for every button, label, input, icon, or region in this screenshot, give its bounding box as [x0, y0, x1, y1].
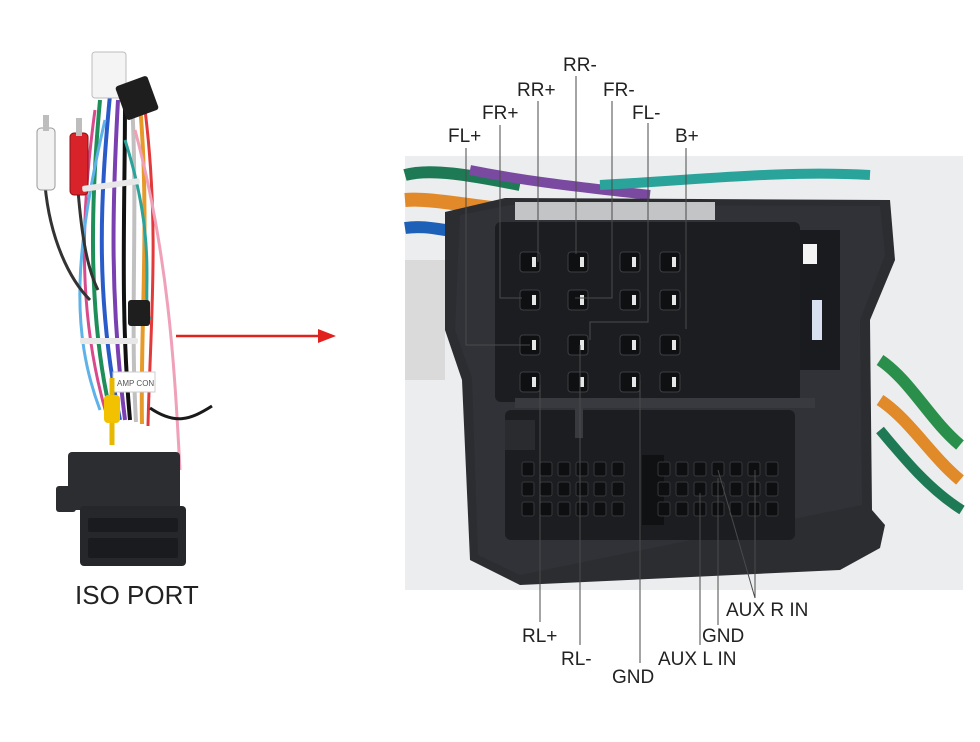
lower-pin-socket — [611, 461, 625, 477]
lower-pin-socket — [593, 481, 607, 497]
lower-pin-socket — [729, 481, 743, 497]
caption-iso-port: ISO PORT — [75, 580, 199, 610]
lower-pin-socket — [693, 461, 707, 477]
lower-pin-socket — [729, 501, 743, 517]
pin-socket — [659, 251, 681, 273]
pin-socket — [519, 371, 541, 393]
lower-pin-socket — [575, 461, 589, 477]
pin-contact — [672, 257, 676, 267]
label-rr-minus: RR- — [563, 55, 597, 76]
lower-pin-socket — [675, 481, 689, 497]
lower-pin-socket — [657, 501, 671, 517]
lower-pin-socket — [557, 501, 571, 517]
lower-pin-socket — [575, 501, 589, 517]
lower-pin-socket — [593, 501, 607, 517]
lower-pin-socket — [747, 501, 761, 517]
lower-pin-socket — [611, 481, 625, 497]
pin-contact — [672, 377, 676, 387]
pin-socket — [619, 371, 641, 393]
lower-pin-socket — [747, 461, 761, 477]
pin-socket — [519, 251, 541, 273]
pin-contact — [632, 377, 636, 387]
leader-lines — [465, 76, 756, 663]
pin-socket — [567, 371, 589, 393]
lower-pin-socket — [521, 501, 535, 517]
label-rl-minus: RL- — [561, 649, 592, 670]
lower-pin-socket — [765, 481, 779, 497]
pin-socket — [619, 289, 641, 311]
connector-photo — [403, 156, 965, 590]
lower-pin-socket — [539, 461, 553, 477]
lower-pin-socket — [747, 481, 761, 497]
lower-pin-socket — [521, 461, 535, 477]
pin-socket — [659, 289, 681, 311]
pin-socket — [659, 371, 681, 393]
label-rl-plus: RL+ — [522, 626, 557, 647]
pin-socket — [659, 334, 681, 356]
pin-contact — [580, 257, 584, 267]
lower-pin-socket — [675, 501, 689, 517]
wiring-harness-image: AMP CON — [36, 51, 213, 566]
pin-contact — [632, 340, 636, 350]
lower-pin-socket — [675, 461, 689, 477]
pin-socket — [567, 334, 589, 356]
pin-contact — [672, 340, 676, 350]
lower-pin-socket — [765, 461, 779, 477]
bottom-pin-labels: RL+ RL- GND AUX L IN GND AUX R IN — [522, 600, 808, 688]
pin-contact — [532, 257, 536, 267]
label-fr-plus: FR+ — [482, 103, 518, 124]
lower-pin-socket — [611, 501, 625, 517]
lower-pin-socket — [575, 481, 589, 497]
lower-pin-socket — [557, 481, 571, 497]
pin-contact — [580, 340, 584, 350]
pin-contact — [532, 340, 536, 350]
label-aux-l-in: AUX L IN — [658, 649, 737, 670]
pin-socket — [519, 289, 541, 311]
pin-contact — [580, 295, 584, 305]
label-fl-plus: FL+ — [448, 126, 481, 147]
pin-socket — [619, 334, 641, 356]
label-gnd-main: GND — [612, 667, 654, 688]
label-gnd-aux: GND — [702, 626, 744, 647]
lower-pin-socket — [539, 481, 553, 497]
lower-pin-socket — [521, 481, 535, 497]
lower-pin-socket — [539, 501, 553, 517]
pin-socket — [567, 251, 589, 273]
lower-pin-socket — [557, 461, 571, 477]
pin-contact — [532, 377, 536, 387]
label-fr-minus: FR- — [603, 80, 635, 101]
label-rr-plus: RR+ — [517, 80, 556, 101]
pin-contact — [532, 295, 536, 305]
amp-con-tag: AMP CON — [117, 379, 154, 388]
lower-pin-socket — [729, 461, 743, 477]
pin-contact — [632, 295, 636, 305]
lower-pin-socket — [765, 501, 779, 517]
lower-pin-socket — [711, 461, 725, 477]
top-pin-labels: RR- RR+ FR- FR+ FL- FL+ B+ — [448, 55, 699, 147]
lower-pin-socket — [657, 461, 671, 477]
label-fl-minus: FL- — [632, 103, 661, 124]
pin-socket — [567, 289, 589, 311]
pin-socket — [619, 251, 641, 273]
pointer-arrow — [176, 329, 336, 343]
lower-pin-socket-grid — [521, 461, 779, 517]
pin-socket-grid — [519, 251, 681, 393]
pin-contact — [672, 295, 676, 305]
pin-contact — [580, 377, 584, 387]
lower-pin-socket — [657, 481, 671, 497]
lower-pin-socket — [593, 461, 607, 477]
label-b-plus: B+ — [675, 126, 699, 147]
pin-contact — [632, 257, 636, 267]
label-aux-r-in: AUX R IN — [726, 600, 808, 621]
